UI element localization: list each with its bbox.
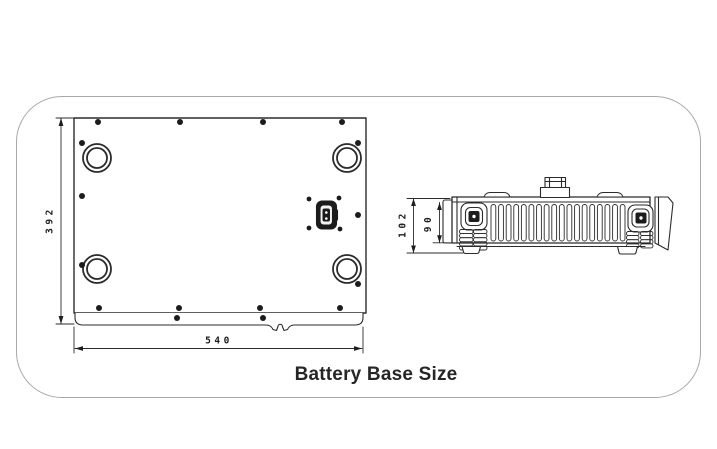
connector-screws [306,195,343,232]
top-view: 392 540 [45,118,367,353]
foot-left [462,247,481,254]
dim-width-540: 540 [74,327,363,353]
dim-width-label: 540 [205,336,233,347]
figure-border-frame [16,96,701,398]
dim-height-392: 392 [45,118,75,324]
cooling-fins [491,205,625,242]
screw-holes [79,119,361,321]
bottom-flange [75,313,363,331]
ribbed-thread-right [627,232,654,248]
connector [306,195,343,232]
dim-body-height-90: 90 [423,203,452,243]
side-view: 102 90 [398,178,674,255]
top-bump-left [484,193,510,198]
top-bump-right [597,193,623,198]
dim-body-height-label: 90 [423,214,434,232]
mount-block-right [627,205,654,248]
figure-caption: Battery Base Size [294,364,458,385]
mount-block-left [460,203,488,250]
top-terminal [541,178,570,198]
dim-overall-height-label: 102 [398,210,409,238]
right-bracket [655,197,673,250]
dim-overall-height-102: 102 [398,199,464,254]
foot-right [618,247,638,255]
corner-ring-holes [83,144,361,283]
dim-height-label: 392 [45,206,56,234]
